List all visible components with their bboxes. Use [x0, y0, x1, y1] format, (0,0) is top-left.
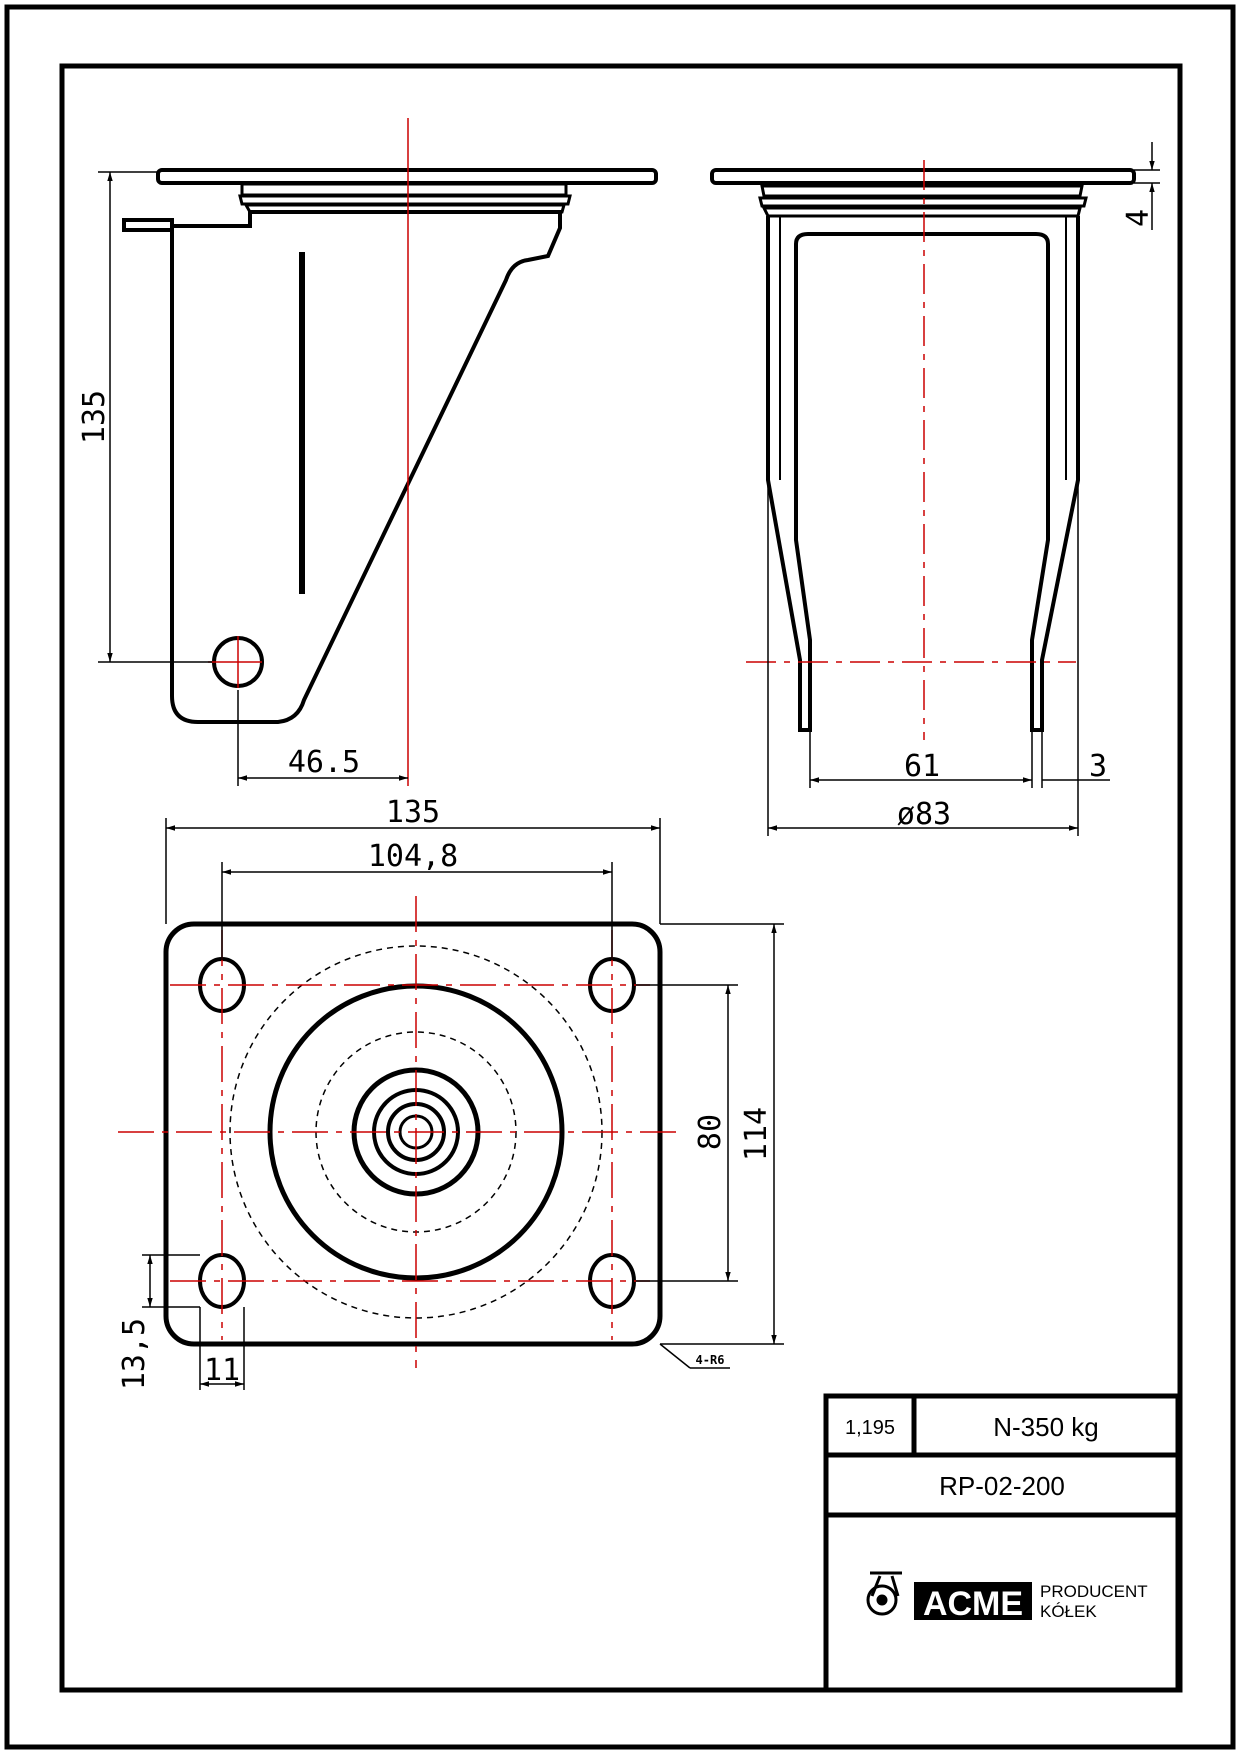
- front-fork: [766, 216, 1080, 732]
- dim-side-height: 135: [77, 390, 112, 444]
- dim-plate-thickness: 4: [1121, 209, 1156, 227]
- weight-value: 1,195: [845, 1417, 895, 1439]
- front-bearing-ring-2: [758, 196, 1088, 208]
- side-fork-leg: [122, 210, 562, 724]
- mounting-plate: [163, 921, 663, 1347]
- side-bearing-ring-1: [240, 182, 568, 197]
- dim-diameter: ø83: [897, 797, 951, 832]
- dim-hole-spacing-x: 104,8: [368, 839, 458, 874]
- caster-wheel-icon: [866, 1571, 902, 1616]
- side-view: [98, 118, 658, 786]
- company-logo: ACME PRODUCENT KÓŁEK: [866, 1571, 1148, 1623]
- side-top-plate: [156, 168, 658, 185]
- front-top-plate: [710, 168, 1136, 185]
- front-bearing-ring-3: [761, 206, 1082, 218]
- holes-note: 4-R6: [696, 1353, 725, 1367]
- dim-plate-height: 114: [739, 1107, 774, 1161]
- logo-line-1: PRODUCENT: [1040, 1582, 1148, 1601]
- logo-box: [914, 1582, 1032, 1620]
- dim-inner-width: 61: [904, 749, 940, 784]
- title-block: [823, 1393, 1181, 1693]
- dim-wall: 3: [1089, 749, 1107, 784]
- front-bearing-ring-1: [760, 184, 1084, 198]
- logo-line-2: KÓŁEK: [1040, 1602, 1097, 1621]
- load-value: N-350 kg: [993, 1412, 1099, 1442]
- logo-brand: ACME: [923, 1585, 1023, 1623]
- side-bearing-ring-2: [238, 194, 572, 206]
- dim-hole-height: 13,5: [117, 1318, 152, 1390]
- dim-side-offset: 46.5: [288, 745, 360, 780]
- dim-hole-spacing-y: 80: [693, 1114, 728, 1150]
- dim-hole-width: 11: [204, 1353, 240, 1388]
- inner-border: [59, 63, 1183, 1693]
- part-number: RP-02-200: [939, 1471, 1065, 1501]
- front-view: [710, 142, 1160, 836]
- plate-view: [118, 818, 784, 1390]
- dim-plate-width: 135: [386, 795, 440, 830]
- outer-border: [4, 4, 1236, 1750]
- holes-note-leader: [659, 1343, 691, 1369]
